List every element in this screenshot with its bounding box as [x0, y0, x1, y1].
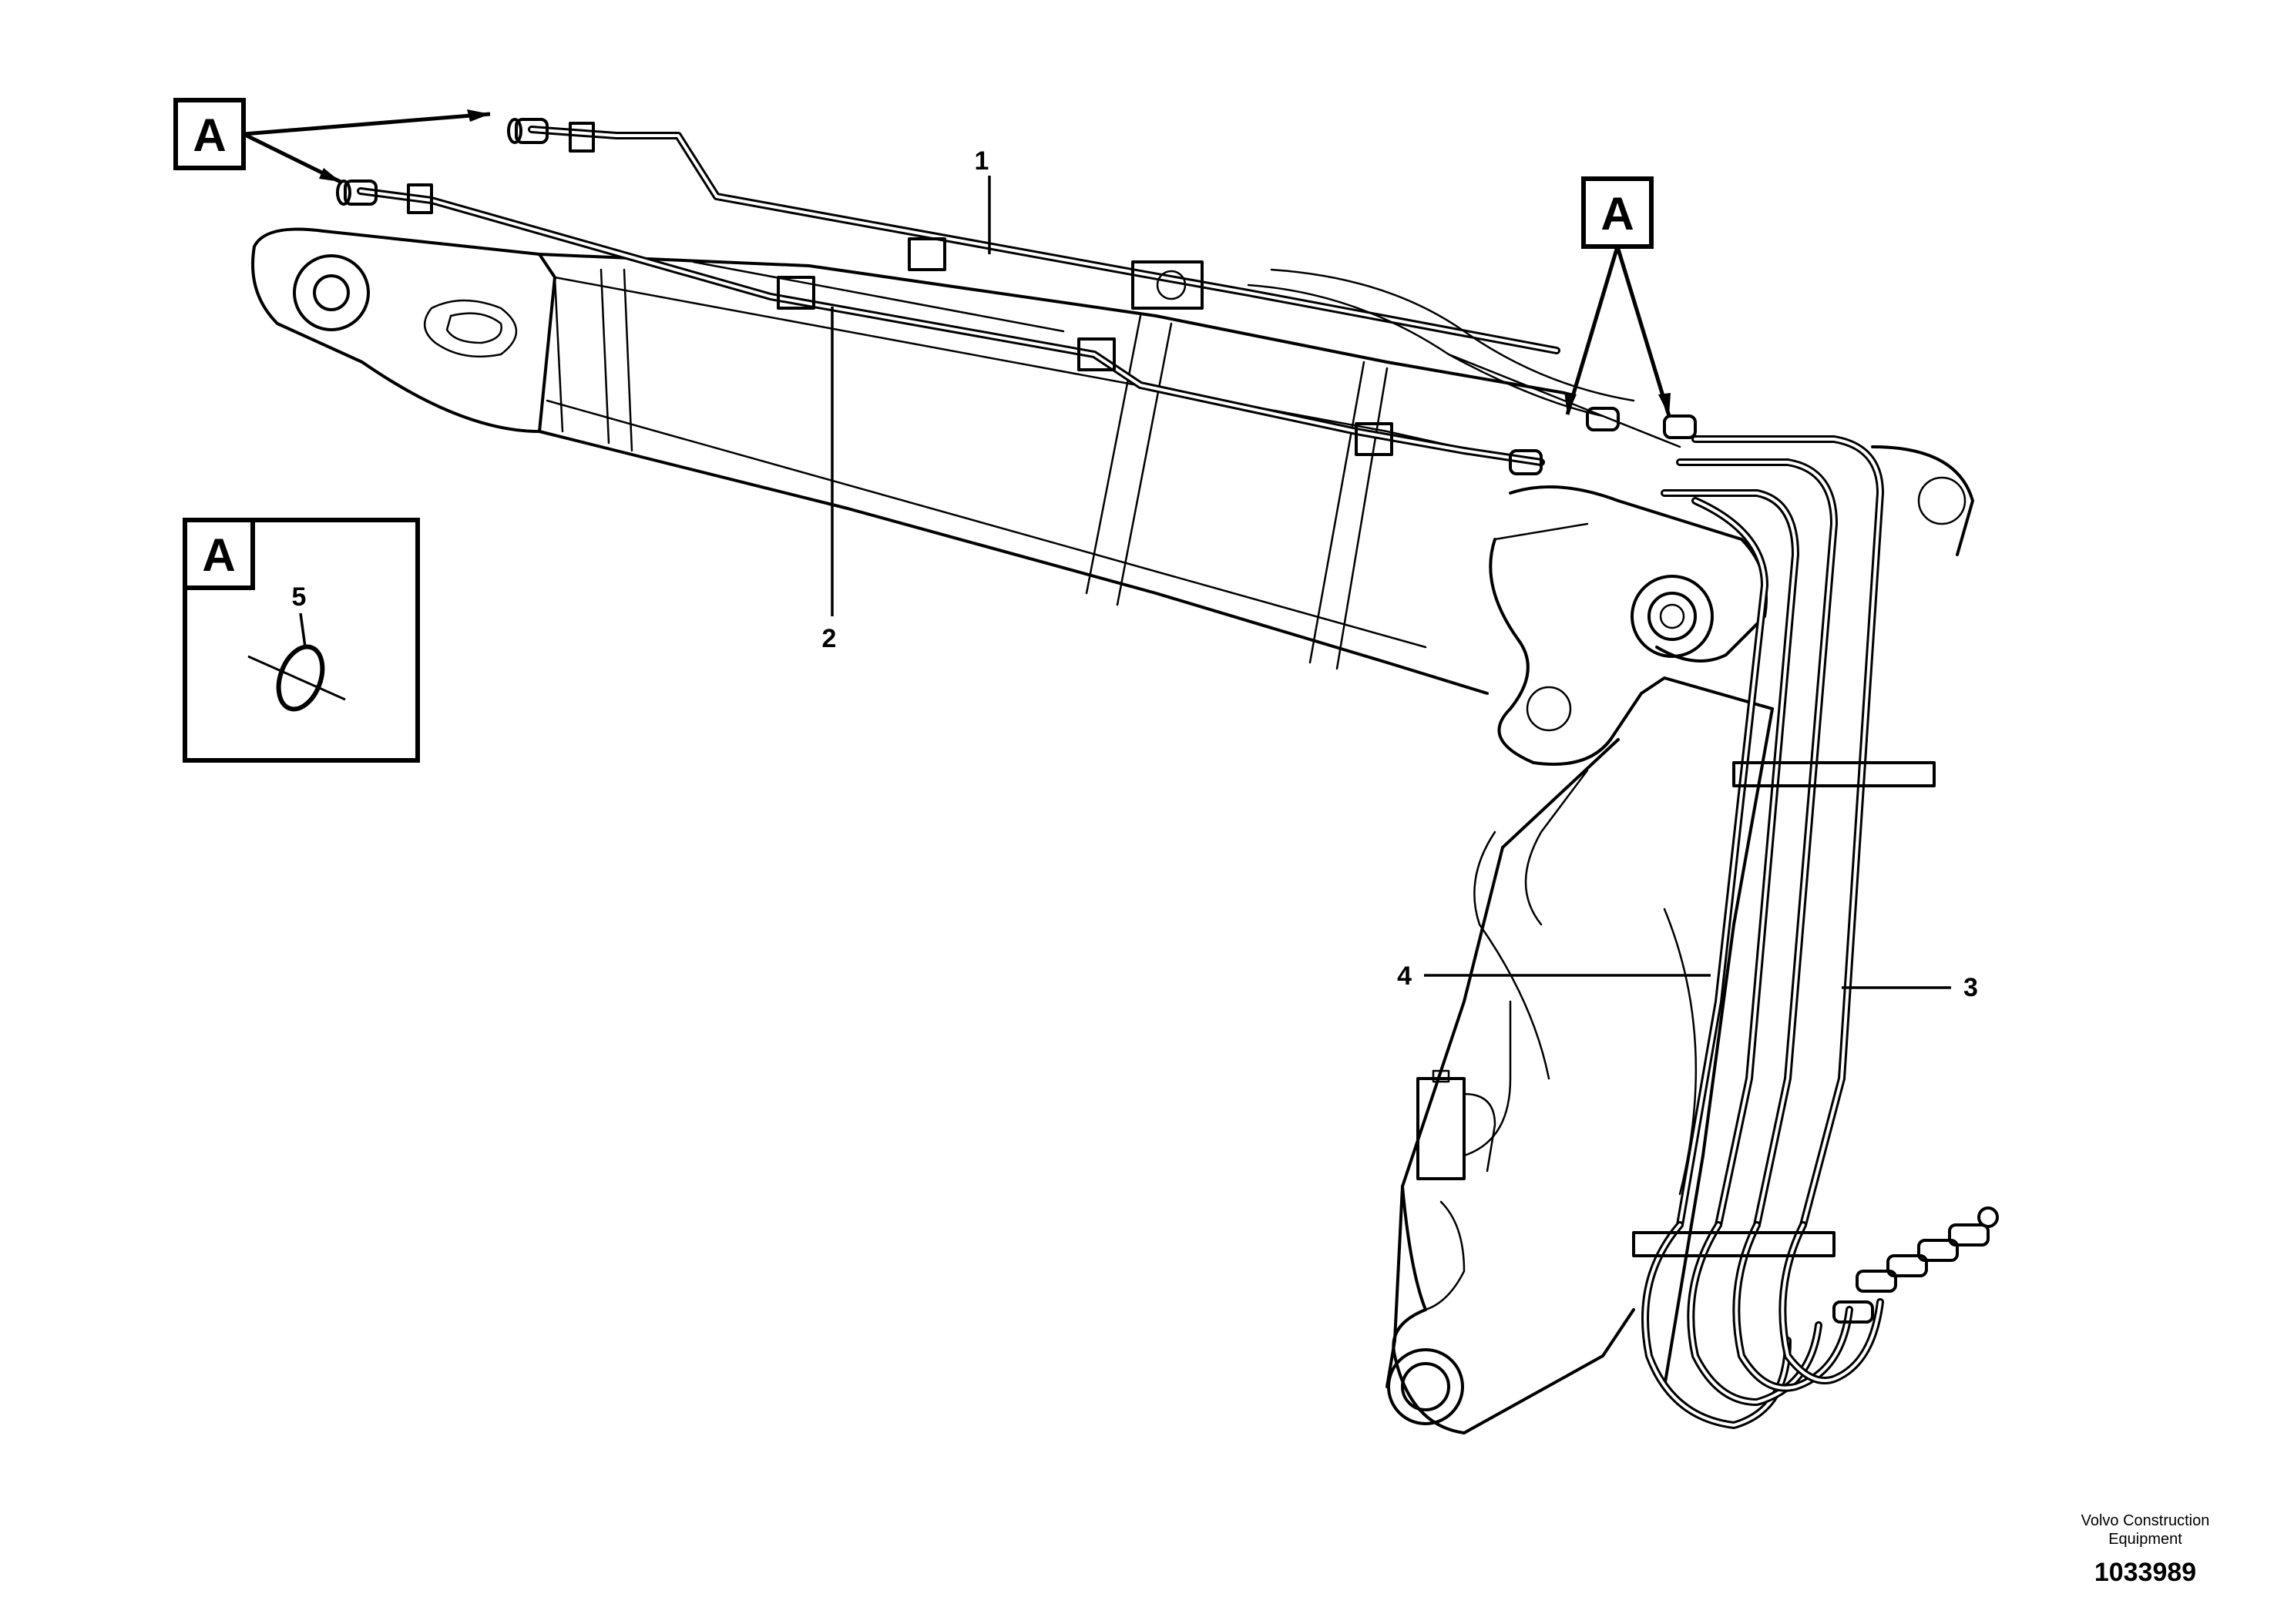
detail-a-flag-left: A	[173, 98, 491, 184]
detail-a-flag-right-letter: A	[1600, 188, 1634, 240]
boom-structure	[251, 227, 1974, 1434]
company-line-1: Volvo Construction	[2081, 1512, 2210, 1529]
detail-a-flag-right: A	[1564, 176, 1671, 417]
callout-3: 3	[1842, 973, 1978, 1002]
detail-a-inset-letter: A	[202, 529, 235, 581]
detail-a-inset: A 5	[183, 518, 420, 763]
callout-2: 2	[822, 307, 837, 653]
arm-hose-bundle	[1632, 435, 1999, 1429]
pipe-2-lower	[336, 180, 1545, 475]
callout-3-label: 3	[1963, 973, 1978, 1002]
footer: Volvo Construction Equipment 1033989	[2081, 1512, 2210, 1587]
callout-4-label: 4	[1397, 961, 1412, 991]
reference-number: 1033989	[2094, 1558, 2196, 1587]
pipe-1-upper	[507, 118, 1560, 354]
callout-1: 1	[975, 146, 991, 254]
company-line-2: Equipment	[2108, 1531, 2182, 1548]
hose-end-fittings	[1832, 1206, 1999, 1324]
callout-5-label: 5	[292, 582, 307, 612]
callout-1-label: 1	[975, 146, 989, 176]
callout-2-label: 2	[822, 624, 837, 653]
o-ring-icon	[247, 644, 346, 712]
callout-4: 4	[1397, 961, 1711, 991]
detail-a-flag-left-letter: A	[193, 109, 226, 161]
